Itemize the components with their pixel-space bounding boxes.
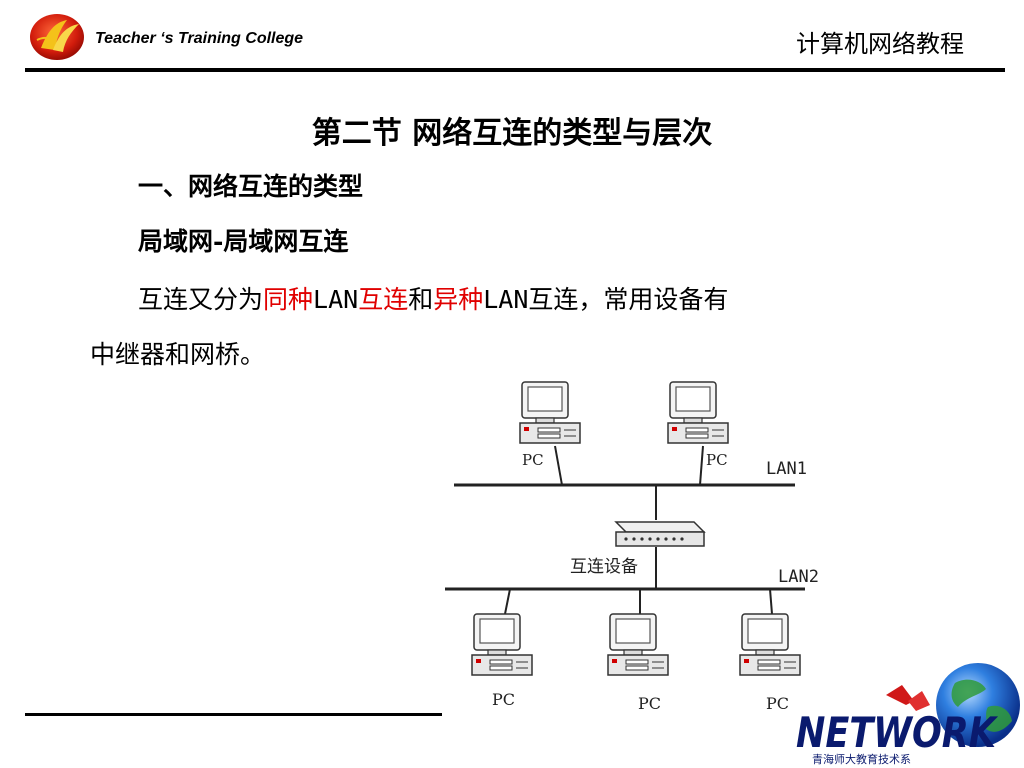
network-diagram: PC PC LAN1 互连设备 LAN2 PC PC PC xyxy=(445,381,819,713)
text-segment: 互连又分为 xyxy=(138,285,264,314)
subsection-heading: 局域网-局域网互连 xyxy=(138,227,349,256)
pc-top-right-icon xyxy=(667,381,729,444)
text-lan: LAN xyxy=(313,285,359,314)
highlight-different: 异种 xyxy=(433,285,484,314)
pc-bottom-left-icon xyxy=(471,613,533,676)
paragraph-line-1: 互连又分为同种LAN互连和异种LAN互连，常用设备有 xyxy=(138,280,728,316)
logo-wordmark: NETWORK xyxy=(796,708,999,757)
pc-label: PC xyxy=(492,690,515,709)
red-arrow-icon xyxy=(886,685,930,711)
course-title: 计算机网络教程 xyxy=(796,30,964,58)
highlight-same: 同种 xyxy=(263,285,314,314)
interconnect-device-icon xyxy=(614,521,706,547)
footer-divider xyxy=(25,713,442,716)
logo-subtitle: 青海师大教育技术系 xyxy=(812,753,911,766)
highlight-interconnect: 互连 xyxy=(358,285,409,314)
globe-icon xyxy=(936,663,1020,747)
network-logo: NETWORK xyxy=(796,663,1020,757)
lan2-label: LAN2 xyxy=(778,567,819,587)
pc-top-left-icon xyxy=(519,381,581,444)
device-label: 互连设备 xyxy=(570,557,638,577)
header-divider xyxy=(25,68,1005,72)
pc-label: PC xyxy=(706,451,728,469)
text-segment: 互连，常用设备有 xyxy=(528,285,729,314)
pc-bottom-mid-icon xyxy=(607,613,669,676)
college-logo-icon xyxy=(30,14,84,60)
section-heading: 一、网络互连的类型 xyxy=(138,172,364,201)
lan1-label: LAN1 xyxy=(766,459,807,479)
pc-label: PC xyxy=(522,451,544,469)
slide-title: 第二节 网络互连的类型与层次 xyxy=(311,116,713,151)
text-segment: 和 xyxy=(408,285,434,314)
paragraph-line-2: 中继器和网桥。 xyxy=(90,340,266,369)
pc-label: PC xyxy=(766,694,789,713)
text-lan: LAN xyxy=(483,285,529,314)
pc-label: PC xyxy=(638,694,661,713)
college-name: Teacher ‘s Training College xyxy=(95,30,304,47)
